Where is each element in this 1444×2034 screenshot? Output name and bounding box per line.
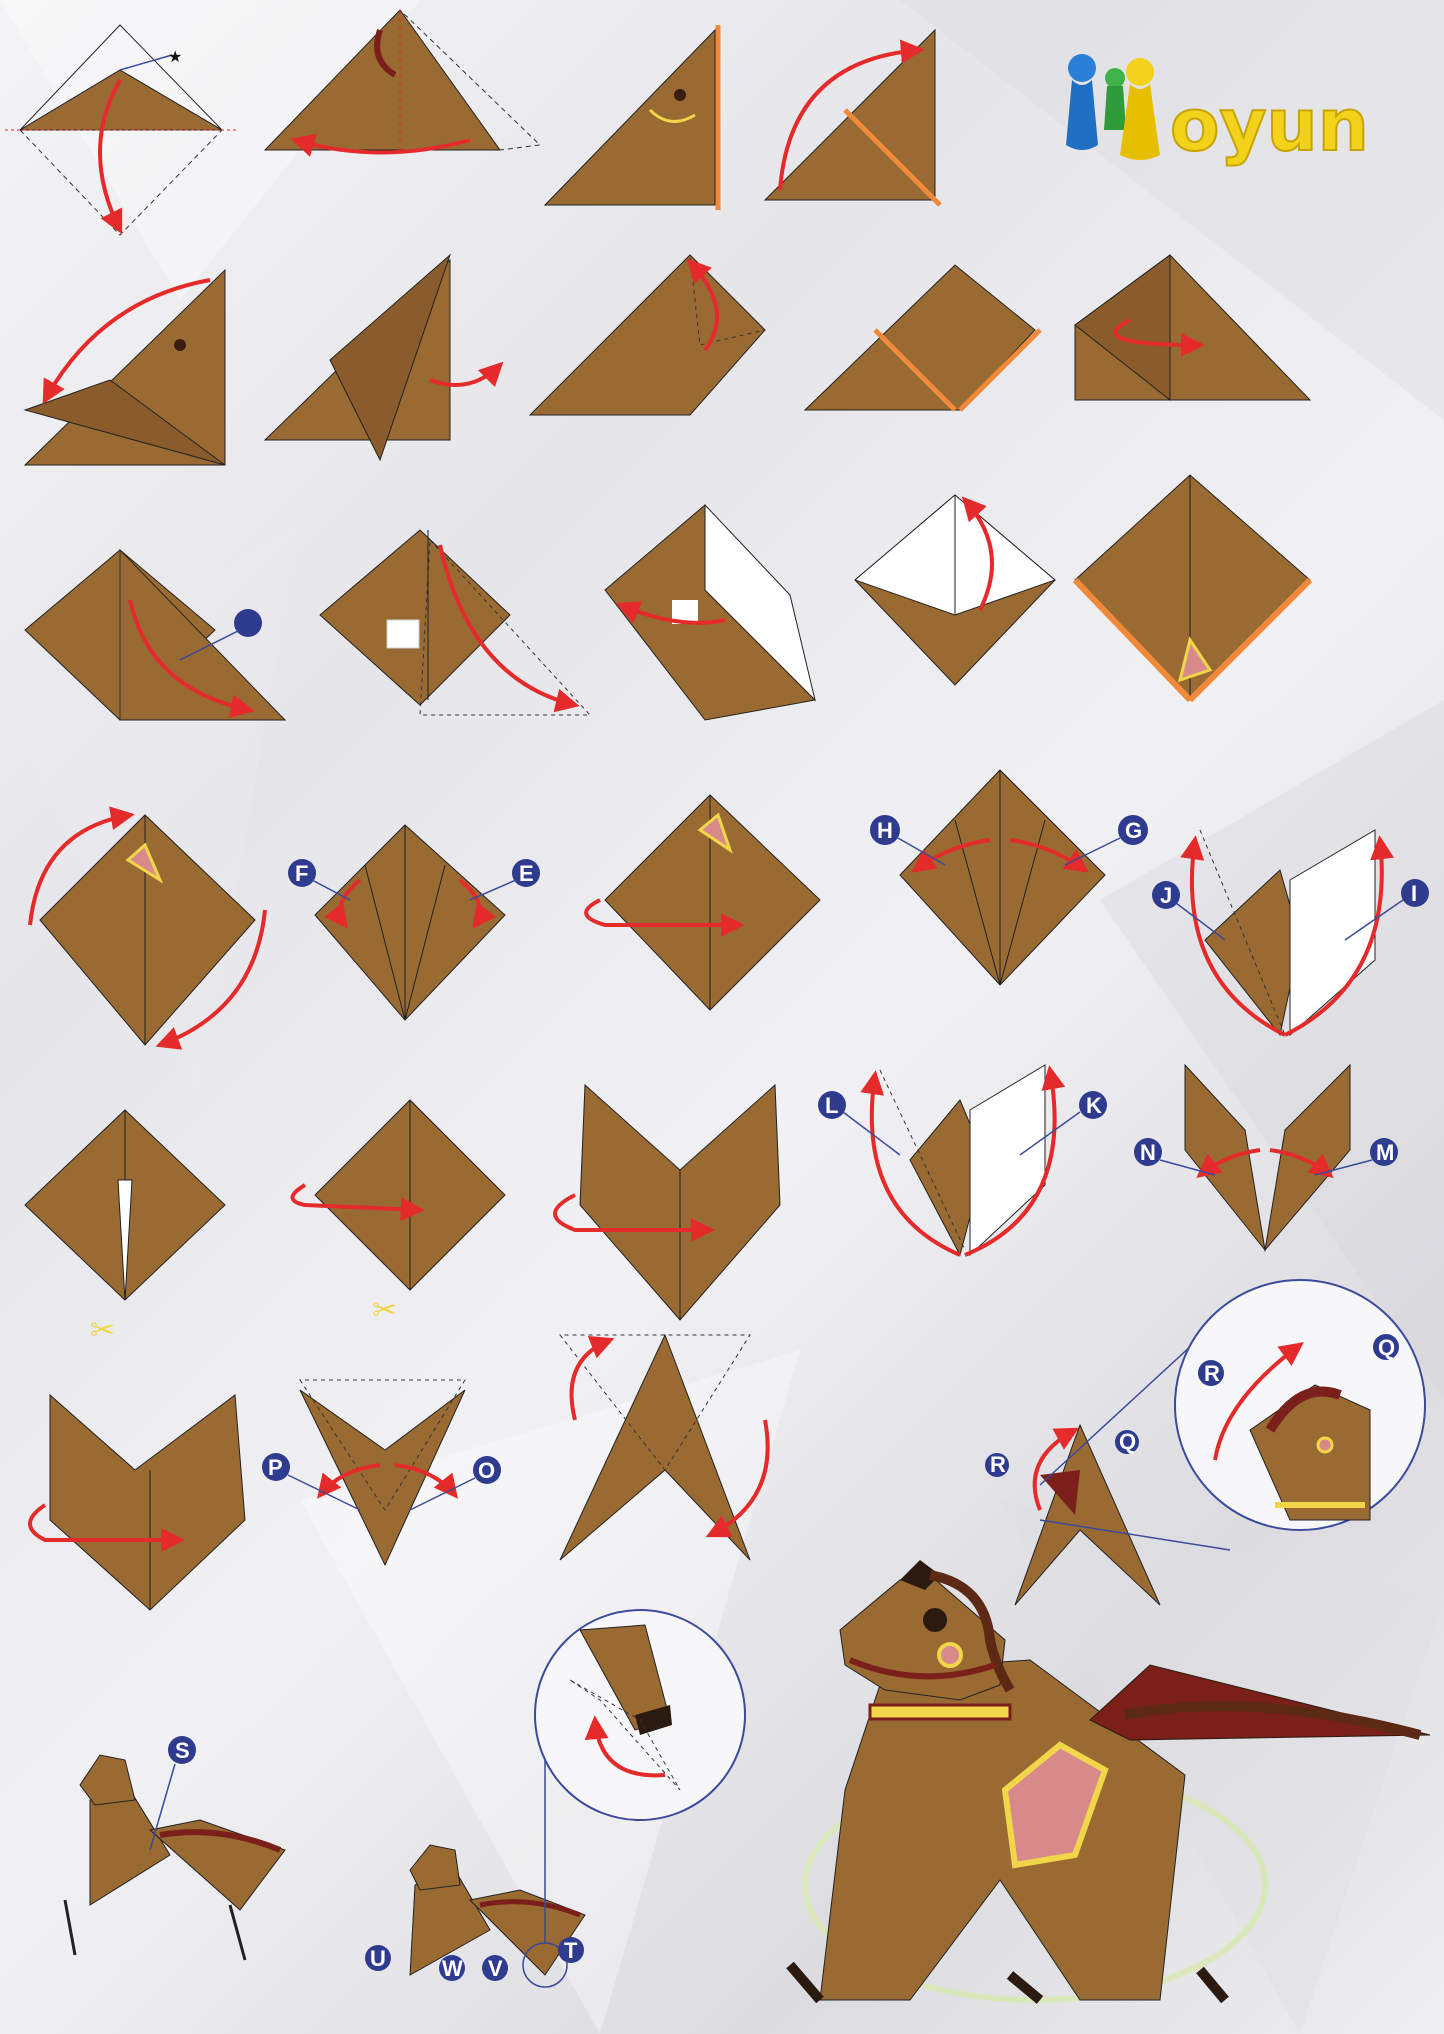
marker-L: L (818, 1091, 900, 1155)
step-7 (530, 255, 765, 415)
svg-text:P: P (268, 1455, 283, 1480)
marker-Q-small: Q (1115, 1429, 1139, 1454)
marker-T: T (558, 1937, 584, 1963)
pawn-icon (1066, 54, 1098, 150)
svg-text:J: J (1160, 883, 1172, 908)
step-3 (545, 25, 718, 210)
svg-text:W: W (442, 1956, 463, 1981)
step-17 (586, 795, 820, 1010)
svg-text:L: L (825, 1093, 838, 1118)
step-4 (765, 30, 940, 205)
svg-text:Q: Q (1119, 1429, 1136, 1454)
svg-text:U: U (370, 1946, 386, 1971)
step-6 (265, 255, 500, 460)
marker-V: V (482, 1955, 508, 1981)
marker-R-zoom: R (1198, 1360, 1224, 1386)
marker-R-small: R (985, 1452, 1009, 1477)
step-5 (25, 270, 225, 465)
scissors-icon: ✂ (372, 1294, 397, 1327)
svg-text:O: O (478, 1458, 495, 1483)
logo-text: oyun (1170, 83, 1369, 167)
step-20: ✂ (25, 1110, 225, 1347)
pawn-icon (1104, 68, 1126, 130)
svg-text:Q: Q (1378, 1335, 1395, 1360)
svg-text:H: H (877, 818, 893, 843)
svg-text:R: R (1204, 1361, 1220, 1386)
step-23 (872, 1065, 1055, 1255)
svg-text:F: F (295, 861, 308, 886)
star-icon: ★ (168, 49, 182, 66)
step-11 (320, 530, 590, 715)
marker-W: W (439, 1955, 465, 1981)
svg-text:S: S (175, 1738, 190, 1763)
step-14 (1075, 475, 1310, 700)
svg-text:K: K (1086, 1093, 1102, 1118)
step-13 (855, 495, 1055, 685)
svg-text:V: V (488, 1956, 503, 1981)
svg-text:N: N (1140, 1140, 1156, 1165)
svg-text:E: E (519, 861, 534, 886)
step-22 (555, 1085, 780, 1320)
svg-text:T: T (564, 1938, 578, 1963)
step-8 (805, 265, 1040, 410)
scissors-icon: ✂ (90, 1314, 115, 1347)
step-18 (900, 770, 1105, 985)
svg-text:R: R (990, 1452, 1006, 1477)
svg-text:I: I (1411, 881, 1417, 906)
step-16 (315, 825, 505, 1020)
step-29 (65, 1755, 285, 1960)
marker-Q-zoom: Q (1373, 1334, 1399, 1360)
step-12 (605, 505, 815, 720)
marker-U: U (365, 1945, 391, 1971)
step-25 (30, 1395, 245, 1610)
svg-text:G: G (1125, 818, 1142, 843)
step-21: ✂ (293, 1100, 506, 1327)
svg-text:M: M (1376, 1140, 1394, 1165)
